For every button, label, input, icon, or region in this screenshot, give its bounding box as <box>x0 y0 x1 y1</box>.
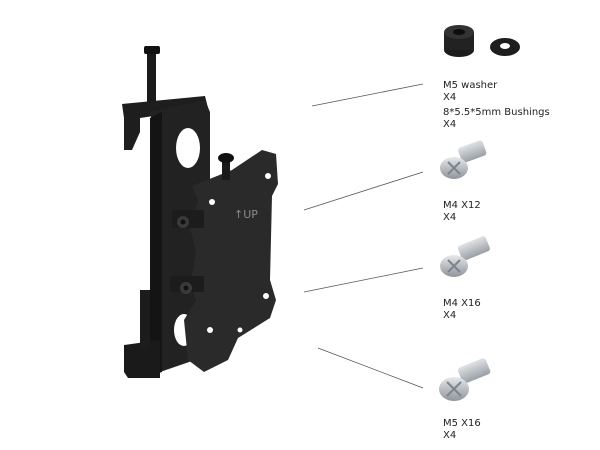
back-plate-hole <box>176 128 200 168</box>
part-qty: X4 <box>443 430 457 441</box>
washer-icon <box>490 38 520 56</box>
part-name: M4 X12 <box>443 200 481 211</box>
part-name: M5 X16 <box>443 418 481 429</box>
leader-line-washer <box>311 83 424 107</box>
leader-line-m4x16 <box>303 267 424 293</box>
part-label-m5x16: M5 X16 X4 <box>443 418 481 442</box>
part-label-m4x12: M4 X12 X4 <box>443 200 481 224</box>
left-rail <box>150 112 162 376</box>
leader-lines <box>303 83 424 389</box>
part-name: M4 X16 <box>443 298 481 309</box>
wall-mount-bracket: ↑UP <box>122 46 278 378</box>
part-qty: X4 <box>443 119 457 130</box>
part-qty: X4 <box>443 212 457 223</box>
part-name: 8*5.5*5mm Bushings <box>443 107 550 118</box>
bottom-foot <box>124 340 160 378</box>
part-name: M5 washer <box>443 80 498 91</box>
part-label-m4x16: M4 X16 X4 <box>443 298 481 322</box>
leader-line-m5x16 <box>317 347 424 389</box>
screw-m4x16-icon <box>440 236 490 277</box>
part-qty: X4 <box>443 310 457 321</box>
clamp-bolt <box>144 46 160 104</box>
leader-line-m4x12 <box>303 171 424 211</box>
screw-m4x12-icon <box>440 140 487 179</box>
part-label-bushings: 8*5.5*5mm Bushings X4 <box>443 107 550 131</box>
bracket-up-marking: ↑UP <box>234 208 258 221</box>
vesa-plate <box>184 150 278 372</box>
screw-m5x16-icon <box>439 358 491 401</box>
bushing-icon <box>444 25 474 57</box>
part-qty: X4 <box>443 92 457 103</box>
part-label-m5-washer: M5 washer X4 <box>443 80 497 104</box>
